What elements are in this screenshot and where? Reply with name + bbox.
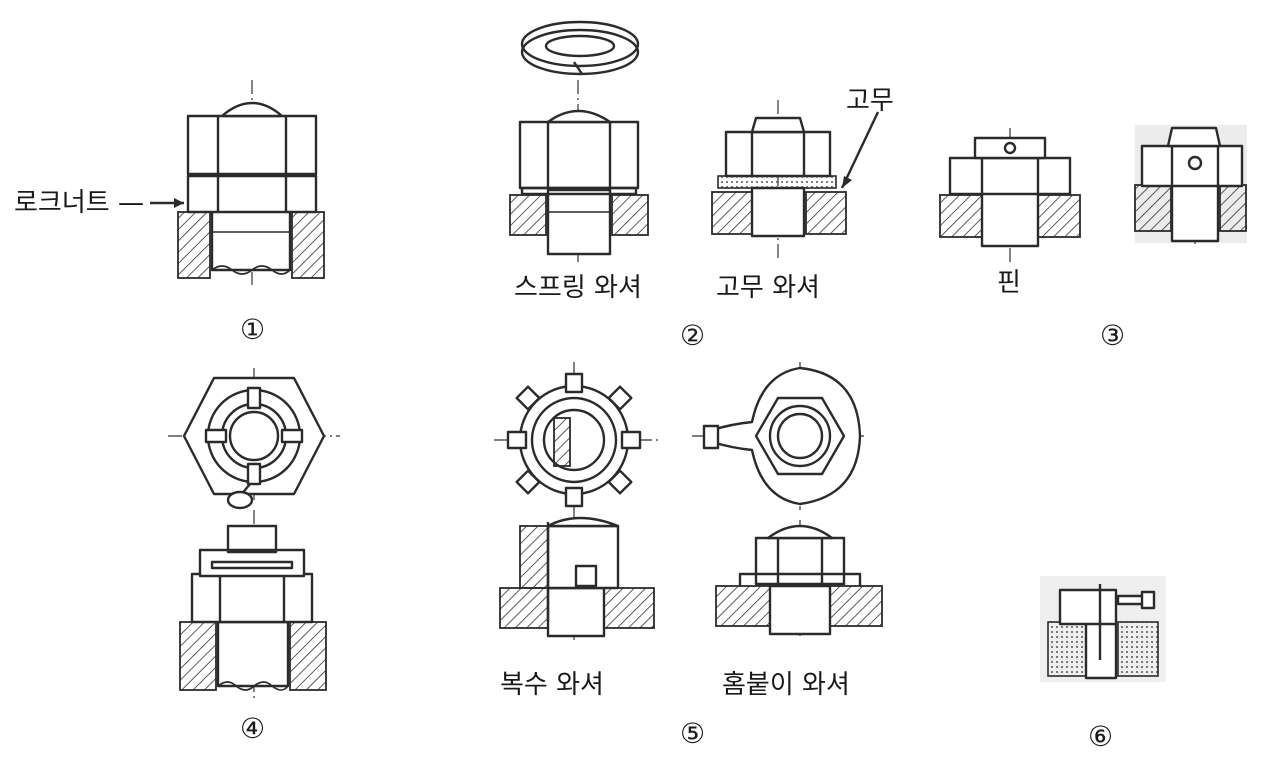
groove-washer-label: 홈붙이 와셔 (722, 670, 850, 700)
spring-washer-label: 스프링 와셔 (514, 273, 642, 303)
figure-3-pin-variant (1134, 125, 1247, 244)
pin-label: 핀 (997, 268, 1021, 298)
figure-number-3: ③ (1100, 319, 1126, 352)
figure-number-4: ④ (240, 712, 266, 745)
figure-number-5: ⑤ (680, 717, 706, 750)
figure-1-lock-nut (150, 80, 325, 285)
rubber-label: 고무 (846, 86, 894, 116)
figure-2-rubber-washer (711, 100, 880, 258)
multi-washer-label: 복수 와셔 (500, 670, 604, 700)
figure-number-1: ① (240, 313, 266, 346)
figure-number-2: ② (680, 319, 706, 352)
figure-5-multi-washer (494, 362, 660, 640)
rubber-washer-label: 고무 와셔 (716, 273, 820, 303)
figure-2-spring-washer (509, 20, 649, 262)
lock-nut-label: 로크너트 — (14, 188, 144, 218)
figure-number-6: ⑥ (1088, 720, 1114, 753)
figure-6 (1040, 576, 1166, 682)
figure-4-castle-nut (168, 368, 340, 700)
figure-5-groove-washer (692, 362, 883, 640)
figure-3-pin (939, 128, 1081, 262)
